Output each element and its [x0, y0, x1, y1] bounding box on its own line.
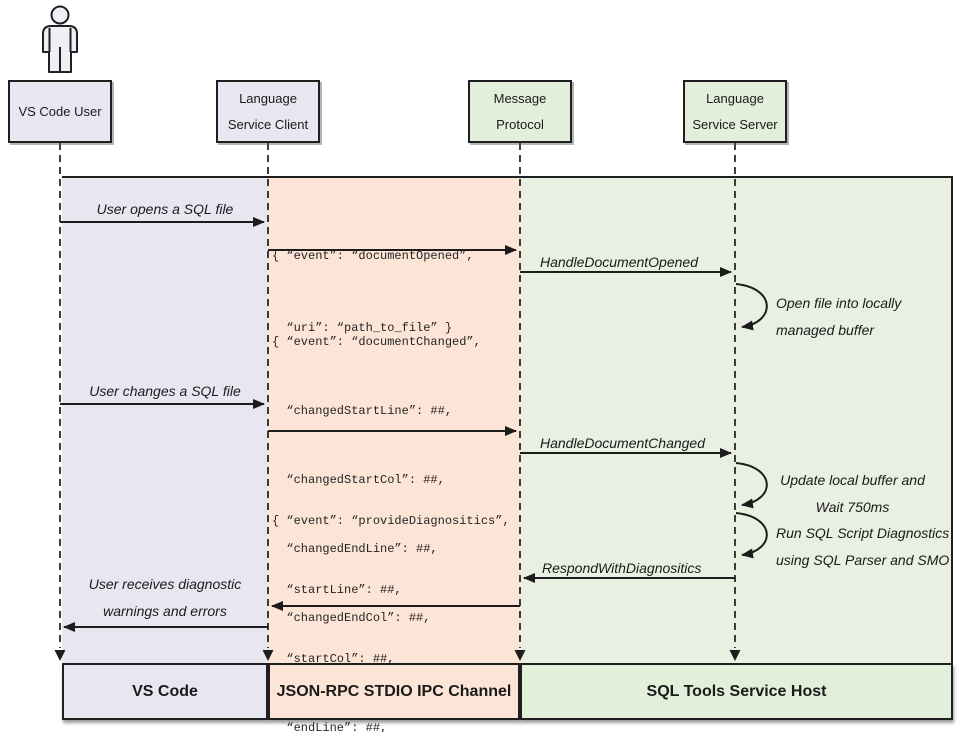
payload-line: “startLine”: ##, [272, 583, 402, 597]
actor-box-vscode-user: VS Code User [8, 80, 112, 143]
message-arrows [60, 217, 735, 632]
note-open-file-buffer: Open file into locally managed buffer [776, 290, 901, 344]
payload-line: { “event”: “documentChanged”, [272, 335, 481, 349]
payload-provide-diagnostics: { “event”: “provideDiagnositics”, “start… [272, 464, 510, 732]
self-call-loops [735, 283, 768, 559]
label-user-receives-diagnostics: User receives diagnostic warnings and er… [62, 571, 268, 625]
payload-line: “changedEndCol”: ##, [272, 611, 431, 625]
payload-line: “endLine”: ##, [272, 721, 388, 732]
note-line: Update local buffer and [780, 472, 925, 488]
payload-line: “startCol”: ##, [272, 652, 395, 666]
note-line: Run SQL Script Diagnostics [776, 525, 950, 541]
label-user-changes-sql-file: User changes a SQL file [89, 383, 241, 399]
payload-line: “changedEndLine”: ##, [272, 542, 438, 556]
label-line: warnings and errors [103, 603, 227, 619]
note-run-sql-diagnostics: Run SQL Script Diagnostics using SQL Par… [776, 520, 949, 574]
note-line: using SQL Parser and SMO [776, 552, 950, 568]
actor-box-language-service-client: Language Service Client [216, 80, 320, 143]
payload-line: “uri”: “path_to_file” } [272, 321, 453, 335]
label-respond-with-diagnostics: RespondWithDiagnositics [542, 560, 702, 576]
label-handle-document-changed: HandleDocumentChanged [540, 435, 705, 451]
actor-label: Language [239, 90, 297, 106]
footer-label: SQL Tools Service Host [646, 682, 827, 700]
actor-label: Message [493, 90, 547, 106]
note-line: Open file into locally [776, 295, 902, 311]
note-line: Wait 750ms [815, 499, 890, 515]
footer-label: VS Code [132, 682, 198, 700]
payload-line: “changedStartCol”: ##, [272, 473, 445, 487]
actor-label: Protocol [496, 116, 544, 132]
user-actor-icon [42, 5, 78, 73]
footer-label: JSON-RPC STDIO IPC Channel [276, 682, 512, 700]
payload-line: { “event”: “provideDiagnositics”, [272, 514, 510, 528]
label-user-opens-sql-file: User opens a SQL file [96, 201, 234, 217]
swimlane-vscode [62, 176, 268, 665]
note-line: managed buffer [776, 322, 875, 338]
lifelines [59, 143, 736, 648]
footer-box-service-host: SQL Tools Service Host [520, 663, 953, 720]
actor-box-language-service-server: Language Service Server [683, 80, 787, 143]
label-handle-document-opened: HandleDocumentOpened [540, 254, 698, 270]
footer-box-vscode: VS Code [62, 663, 268, 720]
actor-label: VS Code User [18, 103, 102, 119]
swimlane-ipc-channel [268, 176, 520, 665]
note-update-buffer-wait: Update local buffer and Wait 750ms [770, 467, 935, 521]
footer-box-ipc-channel: JSON-RPC STDIO IPC Channel [268, 663, 520, 720]
actor-label: Service Server [692, 116, 778, 132]
actor-label: Language [706, 90, 764, 106]
swimlane-service-host [520, 176, 953, 663]
payload-document-opened: { “event”: “documentOpened”, “uri”: “pat… [272, 196, 474, 388]
payload-line: { “event”: “documentOpened”, [272, 249, 474, 263]
lifeline-end-arrowheads [54, 650, 741, 661]
actor-label: Service Client [227, 116, 309, 132]
label-line: User receives diagnostic [88, 576, 242, 592]
actor-box-message-protocol: Message Protocol [468, 80, 572, 143]
payload-line: “changedStartLine”: ##, [272, 404, 453, 418]
